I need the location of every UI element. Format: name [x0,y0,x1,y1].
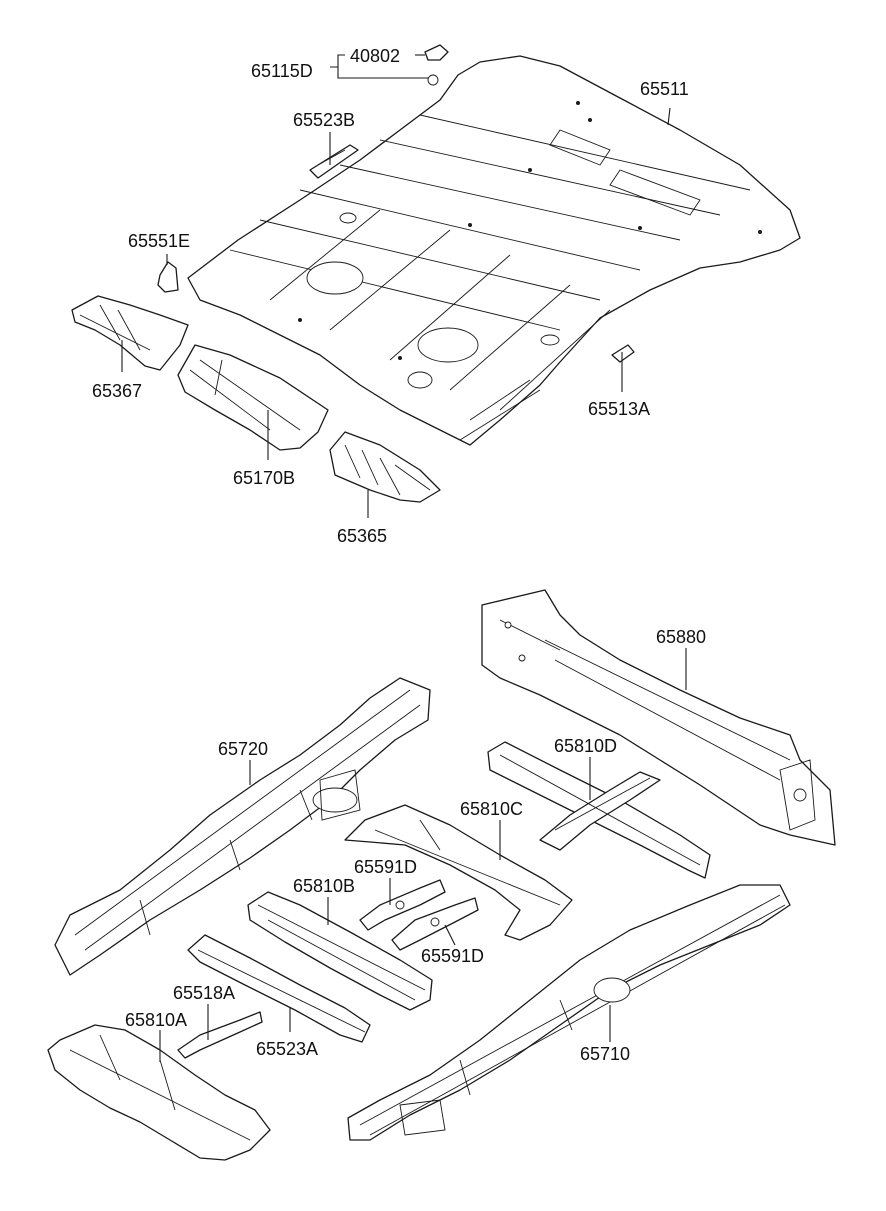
side-member-65720 [54,677,431,976]
part-labels: 65115D 40802 65511 65523B 65551E 65367 6… [92,46,706,1064]
leader-lines [121,54,687,1062]
label-40802: 40802 [350,46,400,66]
reinforcement-65367 [71,295,189,371]
label-65365: 65365 [337,526,387,546]
label-65810A: 65810A [125,1010,187,1030]
label-65591D-lower: 65591D [421,946,484,966]
bracket-65523B [309,144,359,179]
bracket-65513A [611,344,635,363]
label-65511: 65511 [640,79,689,99]
crossmember-65810C [344,804,573,941]
label-65518A: 65518A [173,983,235,1003]
bracket-65591D-lower [391,897,479,951]
floor-panel-65511 [187,55,801,446]
bracket-65518A [177,1011,263,1059]
label-65513A: 65513A [588,399,650,419]
clip-65551E [157,261,179,293]
side-member-65710 [347,884,791,1141]
label-65115D: 65115D [251,61,313,81]
label-65720: 65720 [218,739,268,759]
label-65170B: 65170B [233,468,295,488]
label-65367: 65367 [92,381,142,401]
bracket-65591D-upper [359,879,446,931]
crossmember-65170B [177,344,329,451]
crossmember-65810B [247,891,433,1011]
bolt-40802 [424,44,449,86]
label-65591D-upper: 65591D [354,857,417,877]
label-65523A: 65523A [256,1039,318,1059]
label-65810D: 65810D [554,736,617,756]
rear-panel-65880 [481,589,836,846]
crossmember-65523A [187,934,371,1043]
reinforcement-65365 [329,431,441,503]
label-65880: 65880 [656,627,706,647]
label-65523B: 65523B [293,110,355,130]
label-65551E: 65551E [128,231,190,251]
label-65810B: 65810B [293,876,355,896]
label-65810C: 65810C [460,799,523,819]
label-65710: 65710 [580,1044,630,1064]
crossmember-65810A [47,1024,271,1161]
crossmember-65810D [487,741,711,879]
